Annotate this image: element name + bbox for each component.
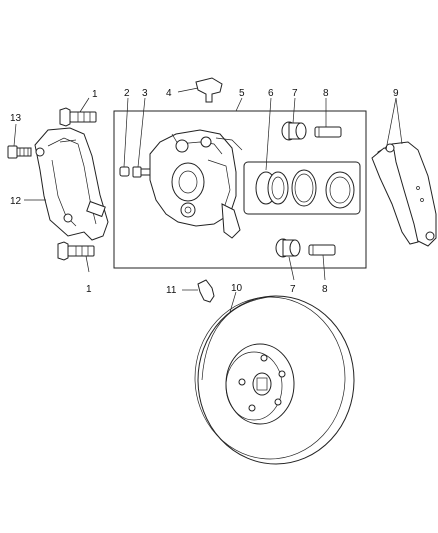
callout-7-bottom: 7 <box>290 284 296 295</box>
callout-4: 4 <box>166 88 172 99</box>
leader-lines <box>13 87 403 313</box>
bolt-13 <box>7 145 32 159</box>
callout-8-bottom: 8 <box>322 284 328 295</box>
callout-3: 3 <box>142 88 148 99</box>
bolt-1-bottom <box>57 241 95 261</box>
callout-7-top: 7 <box>292 88 298 99</box>
callout-6: 6 <box>268 88 274 99</box>
guide-pin-8-top <box>314 126 342 138</box>
callout-11: 11 <box>166 285 177 296</box>
caliper-bracket-12 <box>34 127 109 241</box>
brake-rotor-10 <box>194 295 355 465</box>
callout-1-bottom: 1 <box>86 284 92 295</box>
seal-kit-6 <box>243 161 361 215</box>
bushing-7-bottom <box>275 238 301 258</box>
callout-10: 10 <box>231 283 243 294</box>
clip-4 <box>195 77 223 103</box>
bolt-1-top <box>59 107 97 127</box>
bleeder-screw-3 <box>132 166 152 178</box>
callout-9: 9 <box>393 88 399 99</box>
callout-8-top: 8 <box>323 88 329 99</box>
callout-13: 13 <box>10 113 22 124</box>
detail-box <box>113 110 367 269</box>
callout-2: 2 <box>124 88 130 99</box>
clip-11 <box>197 279 215 303</box>
callout-1-top: 1 <box>92 89 98 100</box>
bleeder-cap-2 <box>119 166 130 177</box>
brake-pads-9 <box>371 141 437 247</box>
guide-pin-8-bottom <box>308 244 336 256</box>
bushing-7-top <box>281 121 307 141</box>
caliper-body <box>149 129 243 239</box>
callout-12: 12 <box>10 196 22 207</box>
callout-5: 5 <box>239 88 245 99</box>
